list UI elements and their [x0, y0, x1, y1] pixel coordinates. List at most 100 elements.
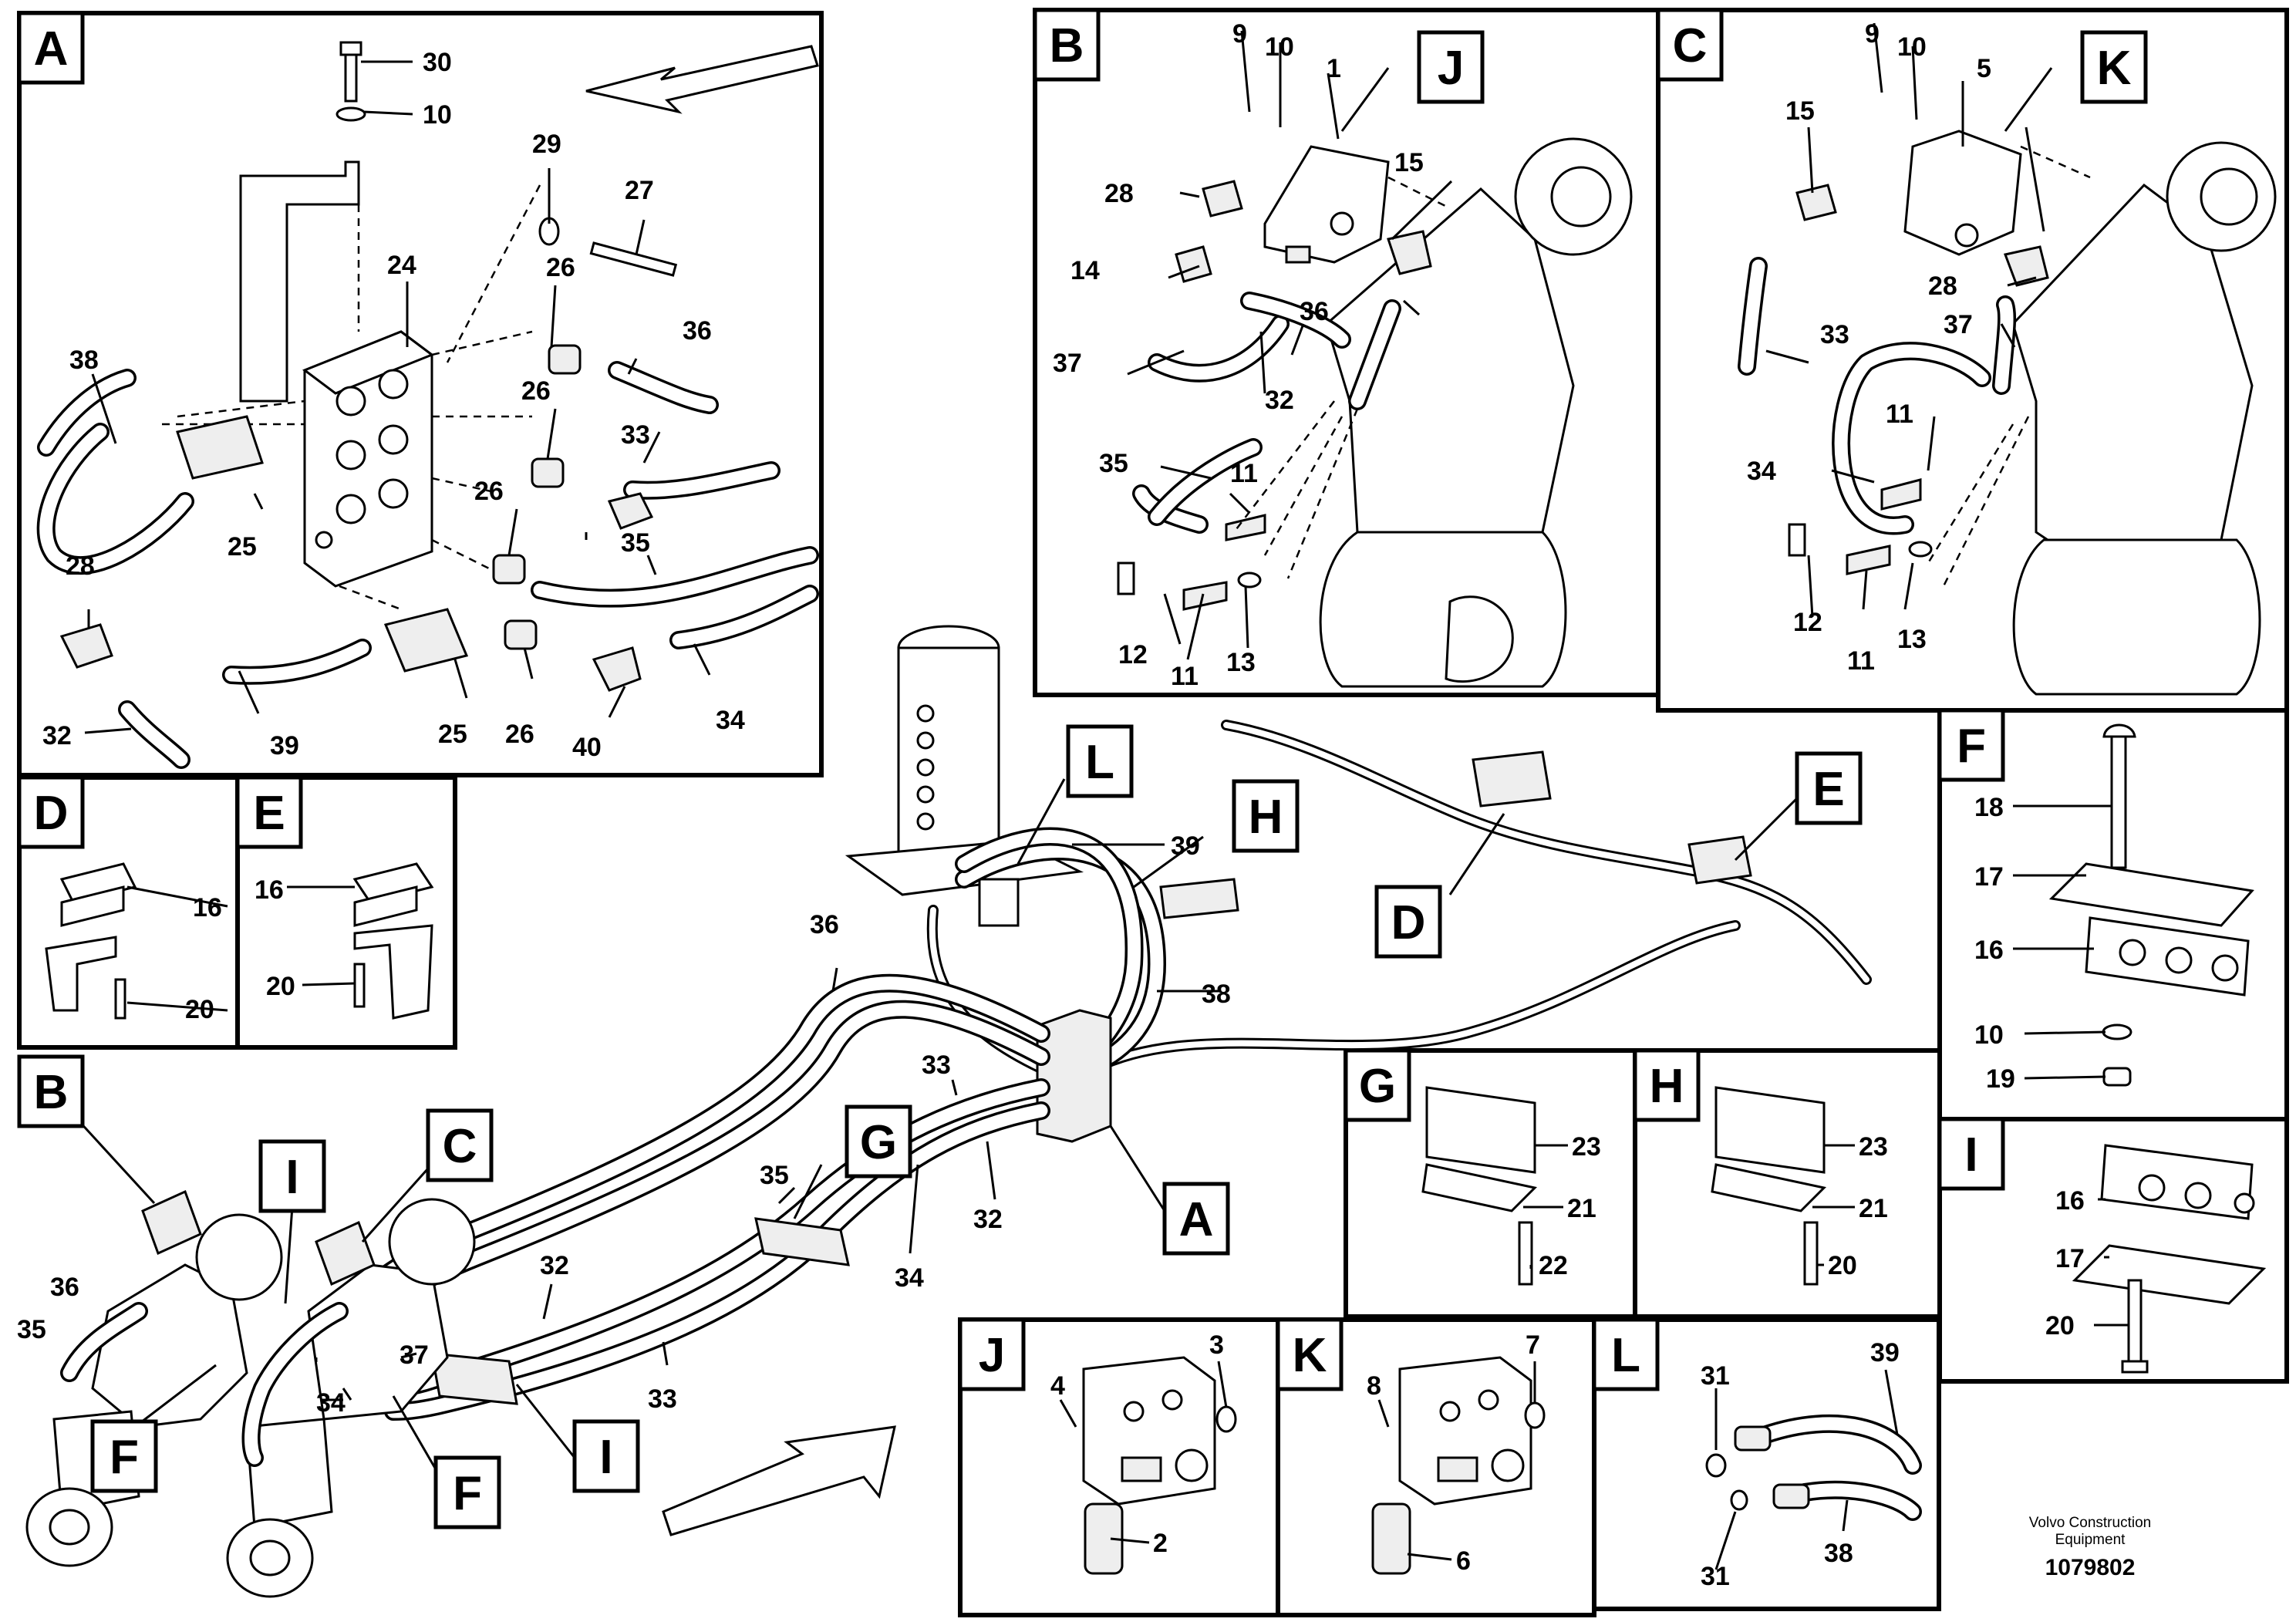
- callout-g: G: [860, 1116, 897, 1169]
- part-number: 20: [2045, 1311, 2075, 1340]
- part-number: 17: [2055, 1244, 2085, 1273]
- bolt-shank: [344, 53, 358, 103]
- part-number: 12: [1118, 640, 1148, 669]
- part-number: 18: [1974, 793, 2004, 822]
- callout-f: F: [1957, 720, 1986, 773]
- part-number: 9: [1232, 19, 1247, 49]
- callout-k: K: [2097, 42, 2132, 95]
- company-name-line2: Equipment: [2055, 1532, 2126, 1548]
- part-number: 36: [683, 316, 712, 346]
- panel-c: [1656, 8, 2289, 713]
- part-number: 7: [1526, 1330, 1540, 1360]
- part-number: 12: [1793, 608, 1822, 637]
- part-number: 28: [1104, 179, 1134, 208]
- part-number: 35: [1099, 449, 1128, 478]
- part-number: 32: [42, 721, 72, 750]
- part-number: 23: [1859, 1132, 1888, 1162]
- part-number: 6: [1456, 1546, 1471, 1576]
- part-number: 11: [1847, 646, 1875, 676]
- footer: Volvo Construction Equipment 1079802: [2029, 1515, 2151, 1580]
- part-number: 16: [255, 875, 284, 905]
- part-number: 39: [1171, 831, 1200, 861]
- part-number: 20: [266, 972, 295, 1001]
- part-number: 37: [400, 1340, 429, 1370]
- part-number: 36: [50, 1273, 79, 1302]
- part-number: 35: [760, 1161, 789, 1190]
- callout-g: G: [1359, 1060, 1396, 1113]
- part-number: 33: [922, 1050, 951, 1080]
- part-number: 21: [1859, 1194, 1888, 1223]
- part-number: 10: [423, 100, 452, 130]
- part-number: 36: [810, 910, 839, 939]
- part-number: 27: [625, 176, 654, 205]
- callout-e: E: [253, 787, 285, 840]
- part-number: 14: [1070, 256, 1100, 285]
- part-number: 35: [621, 528, 650, 558]
- callout-j: J: [1438, 42, 1464, 95]
- part-number: 35: [17, 1315, 46, 1344]
- part-number: 31: [1701, 1361, 1730, 1391]
- part-number: 28: [66, 551, 95, 581]
- callout-c: C: [1673, 19, 1708, 73]
- part-number: 26: [474, 477, 504, 506]
- fitting-part: [383, 608, 469, 673]
- part-numbers: 30 10 29 27 24 26 36 38 26 33 26 35 25 2…: [17, 19, 2085, 1591]
- part-number: 26: [521, 376, 551, 406]
- callout-d: D: [1391, 896, 1426, 949]
- part-number: 32: [973, 1205, 1003, 1234]
- part-number: 21: [1567, 1194, 1596, 1223]
- part-number: 29: [532, 130, 561, 159]
- fitting-part: [176, 415, 264, 480]
- callout-b: B: [34, 1066, 69, 1119]
- part-number: 28: [1928, 271, 1957, 301]
- callout-l: L: [1085, 736, 1114, 789]
- drawing-number: 1079802: [2045, 1555, 2136, 1580]
- part-number: 11: [1230, 459, 1258, 488]
- part-number: 11: [1171, 662, 1199, 691]
- part-number: 25: [438, 720, 467, 749]
- part-number: 5: [1977, 54, 1991, 83]
- callout-d: D: [34, 787, 69, 840]
- part-number: 11: [1886, 400, 1913, 429]
- callout-labels: A B C J K D E F I G H J K L L H D: [17, 8, 2148, 1529]
- part-number: 33: [621, 420, 650, 450]
- part-number: 3: [1209, 1330, 1224, 1360]
- part-number: 38: [1824, 1539, 1853, 1568]
- valve-block-part: [1263, 145, 1390, 264]
- part-number: 34: [716, 706, 745, 735]
- part-number: 26: [505, 720, 534, 749]
- panel-f: [1937, 708, 2289, 1121]
- valve-block-part: [1903, 130, 2022, 256]
- callout-e: E: [1812, 763, 1844, 816]
- leader-lines: [68, 22, 2129, 1570]
- part-number: 30: [423, 48, 452, 77]
- part-number: 17: [1974, 862, 2004, 892]
- part-number: 32: [540, 1251, 569, 1280]
- part-number: 39: [270, 731, 299, 760]
- washer-part: [335, 106, 366, 122]
- part-number: 20: [185, 995, 214, 1024]
- part-number: 38: [69, 346, 99, 375]
- part-number: 37: [1053, 349, 1082, 378]
- part-number: 2: [1153, 1529, 1168, 1558]
- bracket-part: [239, 160, 360, 403]
- callout-i: I: [285, 1151, 298, 1204]
- part-number: 34: [1747, 457, 1776, 486]
- part-number: 4: [1050, 1371, 1065, 1401]
- part-number: 24: [387, 251, 416, 280]
- part-number: 16: [1974, 936, 2004, 965]
- callout-i: I: [599, 1431, 612, 1484]
- part-number: 39: [1870, 1338, 1900, 1367]
- main-assembly: [25, 625, 1872, 1598]
- part-number: 33: [648, 1384, 677, 1414]
- part-number: 25: [228, 532, 257, 561]
- callout-j: J: [979, 1329, 1005, 1382]
- part-number: 10: [1897, 32, 1927, 62]
- part-number: 15: [1394, 148, 1424, 177]
- callout-l: L: [1611, 1329, 1640, 1382]
- part-number: 36: [1300, 297, 1329, 326]
- part-number: 10: [1265, 32, 1294, 62]
- callout-h: H: [1650, 1060, 1684, 1113]
- panel-g: [1344, 1048, 1637, 1319]
